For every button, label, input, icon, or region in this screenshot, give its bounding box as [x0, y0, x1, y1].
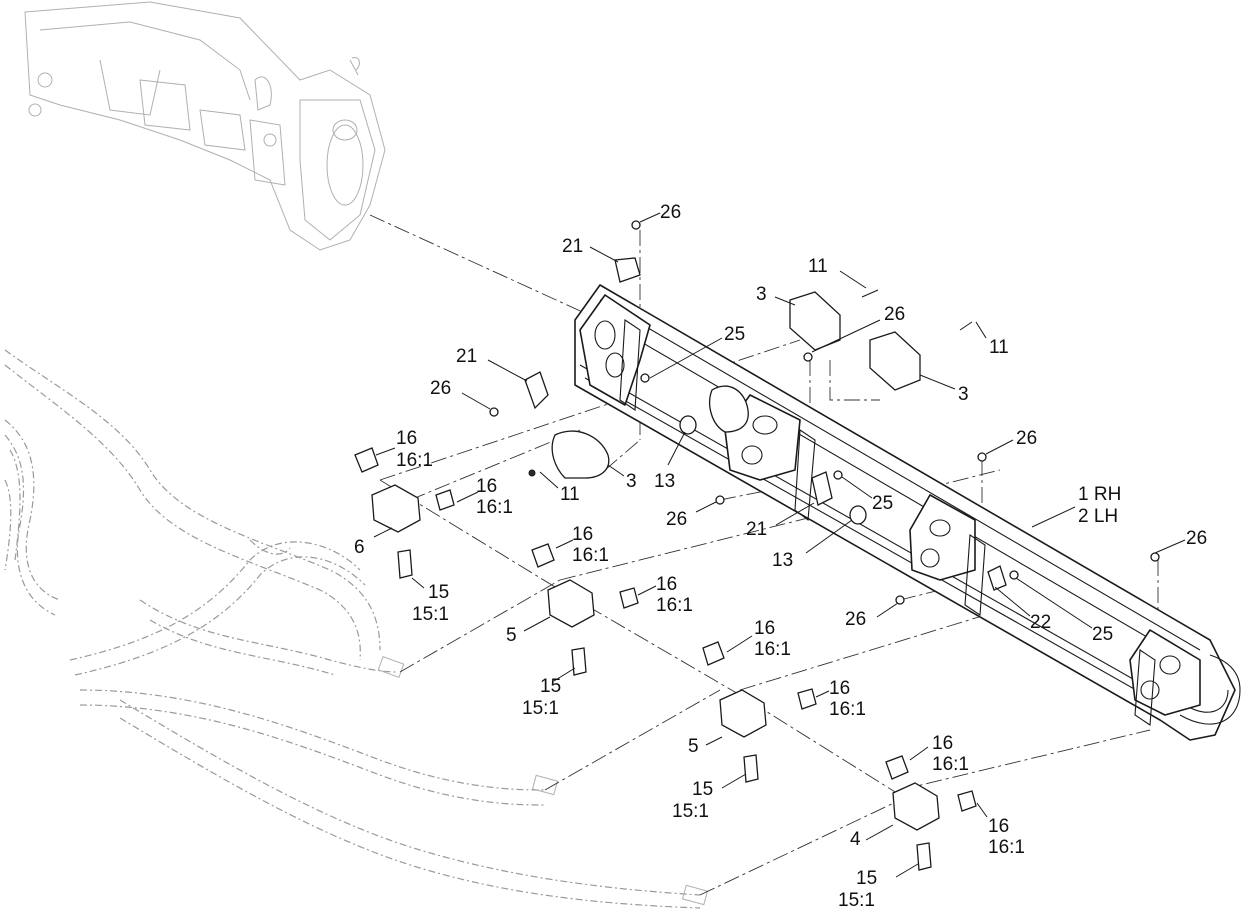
- callout-15-1: 15:1: [672, 801, 709, 822]
- bracket-3-right: [869, 331, 921, 391]
- callout-16-1: 16:1: [754, 639, 791, 660]
- callout-25: 25: [724, 324, 745, 345]
- phantom-lines: [369, 214, 1159, 896]
- callout-11: 11: [808, 256, 828, 277]
- nozzle-assembly-5b: [702, 641, 817, 783]
- callout-16: 16: [476, 476, 497, 497]
- callout-25: 25: [1092, 624, 1113, 645]
- bracket-3-left: [551, 430, 610, 479]
- callout-5: 5: [506, 625, 517, 646]
- callout-16: 16: [572, 524, 593, 545]
- callout-15: 15: [692, 779, 713, 800]
- callout-26: 26: [884, 304, 905, 325]
- callout-15: 15: [856, 868, 877, 889]
- clip-21-mid: [811, 471, 833, 506]
- callout-16: 16: [829, 678, 850, 699]
- screw-25-c: [1009, 570, 1019, 580]
- callout-labels: 26 21 11 3 26 11 25 21 26 3 16 16:1 26 1…: [354, 202, 1207, 911]
- bolt-11-a: [861, 289, 879, 298]
- callout-16: 16: [988, 816, 1009, 837]
- nozzle-assembly-5a: [531, 543, 639, 676]
- bolt-11-b: [959, 321, 973, 331]
- bracket-3-mid: [709, 385, 749, 433]
- nozzle-assembly-6: [354, 447, 455, 579]
- callout-15-1: 15:1: [412, 604, 449, 625]
- nut-26-d: [977, 452, 987, 462]
- ghost-hoses: [4, 349, 709, 909]
- washer-13-a: [679, 415, 697, 435]
- screw-25-b: [833, 470, 843, 480]
- nut-26-c: [489, 407, 499, 417]
- callout-21: 21: [562, 236, 583, 257]
- callout-1-rh: 1 RH: [1078, 484, 1121, 505]
- nut-26-a: [631, 220, 641, 230]
- callout-2-lh: 2 LH: [1078, 506, 1118, 527]
- callout-3: 3: [756, 284, 767, 305]
- callout-13: 13: [654, 471, 675, 492]
- ghost-vehicle-chassis: [24, 1, 386, 251]
- callout-16: 16: [656, 574, 677, 595]
- callout-16-1: 16:1: [932, 754, 969, 775]
- bracket-3-top: [789, 291, 841, 351]
- callout-5: 5: [688, 736, 699, 757]
- bolt-11-c: [528, 469, 536, 477]
- callout-6: 6: [354, 537, 365, 558]
- callout-15: 15: [428, 582, 449, 603]
- clip-22: [987, 565, 1007, 591]
- callout-16-1: 16:1: [572, 545, 609, 566]
- callout-25: 25: [872, 493, 893, 514]
- leader-lines: [373, 212, 1186, 878]
- callout-13: 13: [772, 550, 793, 571]
- callout-26: 26: [660, 202, 681, 223]
- callout-16-1: 16:1: [476, 497, 513, 518]
- callout-26: 26: [845, 609, 866, 630]
- callout-16: 16: [932, 733, 953, 754]
- washer-13-b: [849, 505, 867, 525]
- callout-16: 16: [396, 428, 417, 449]
- callout-15: 15: [540, 676, 561, 697]
- callout-11: 11: [560, 484, 580, 505]
- callout-15-1: 15:1: [838, 890, 875, 911]
- clip-21-top: [614, 257, 641, 283]
- callout-3: 3: [626, 471, 637, 492]
- nut-26-f: [1150, 552, 1160, 562]
- callout-16-1: 16:1: [829, 699, 866, 720]
- callout-21: 21: [746, 519, 767, 540]
- callout-16-1: 16:1: [656, 595, 693, 616]
- hardware-parts: [489, 220, 1160, 605]
- nut-26-e: [715, 495, 725, 505]
- callout-3: 3: [958, 384, 969, 405]
- nut-26-g: [895, 595, 905, 605]
- callout-16: 16: [754, 618, 775, 639]
- clip-21-left: [524, 371, 549, 410]
- callout-15-1: 15:1: [522, 698, 559, 719]
- callout-16-1: 16:1: [988, 837, 1025, 858]
- nozzle-assembly-4: [885, 755, 977, 871]
- callout-11: 11: [989, 337, 1009, 358]
- callout-16-1: 16:1: [396, 450, 433, 471]
- callout-26: 26: [1186, 528, 1207, 549]
- callout-22: 22: [1030, 612, 1051, 633]
- callout-4: 4: [850, 829, 861, 850]
- callout-26: 26: [666, 509, 687, 530]
- screw-25-a: [640, 373, 650, 383]
- nut-26-b: [803, 352, 813, 362]
- callout-26: 26: [430, 378, 451, 399]
- callout-21: 21: [456, 346, 477, 367]
- callout-26: 26: [1016, 428, 1037, 449]
